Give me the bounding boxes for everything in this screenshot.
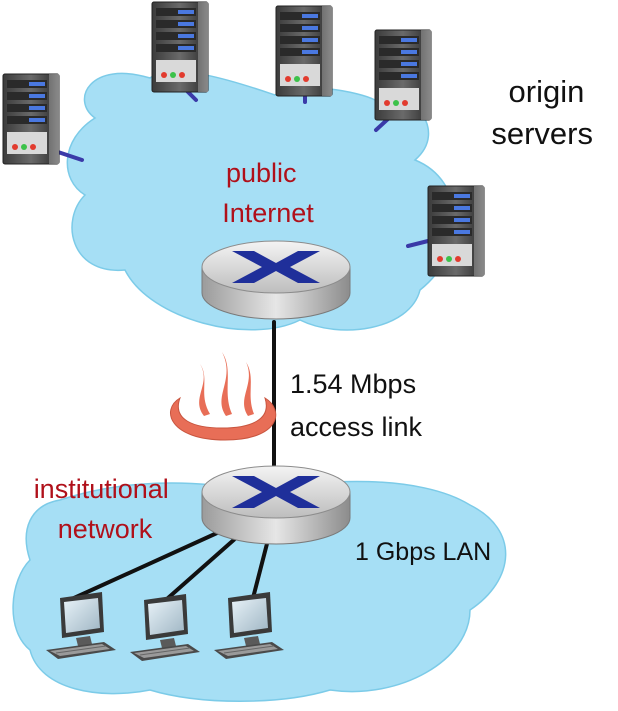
public-internet-line-2: Internet [222,198,314,228]
access-link-line-2: access link [290,412,423,442]
public-internet-label: public Internet [222,158,314,228]
access-link-line-1: 1.54 Mbps [290,369,416,399]
lan-label: 1 Gbps LAN [355,538,491,566]
institutional-network-label: institutional network [34,474,177,544]
server-icon [151,1,209,93]
server-icon [427,185,485,277]
server-icon [2,73,60,165]
router-icon [201,240,351,320]
institutional-network-line-2: network [58,514,153,544]
institutional-network-line-1: institutional [34,474,169,504]
access-link-label: 1.54 Mbps access link [290,369,424,442]
heat-icon [170,352,277,441]
public-internet-line-1: public [226,158,297,188]
server-icon [374,29,432,121]
origin-servers-label: origin servers [491,74,593,151]
origin-servers-line-1: origin [509,74,585,109]
server-icon [275,5,333,97]
router-icon [201,465,351,545]
origin-servers-line-2: servers [491,116,593,151]
